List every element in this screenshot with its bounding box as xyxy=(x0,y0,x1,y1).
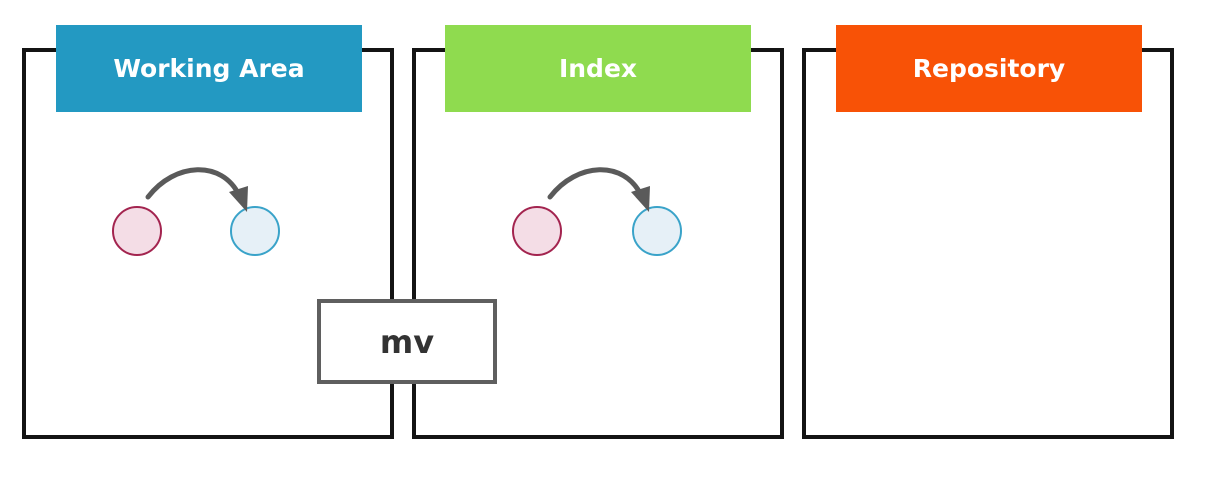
repository-box xyxy=(802,48,1174,439)
working-area-header: Working Area xyxy=(56,25,362,112)
working-source-file-circle xyxy=(112,206,162,256)
mv-command-box: mv xyxy=(317,299,497,384)
working-target-file-circle xyxy=(230,206,280,256)
repository-header: Repository xyxy=(836,25,1142,112)
index-header: Index xyxy=(445,25,751,112)
index-source-file-circle xyxy=(512,206,562,256)
index-target-file-circle xyxy=(632,206,682,256)
